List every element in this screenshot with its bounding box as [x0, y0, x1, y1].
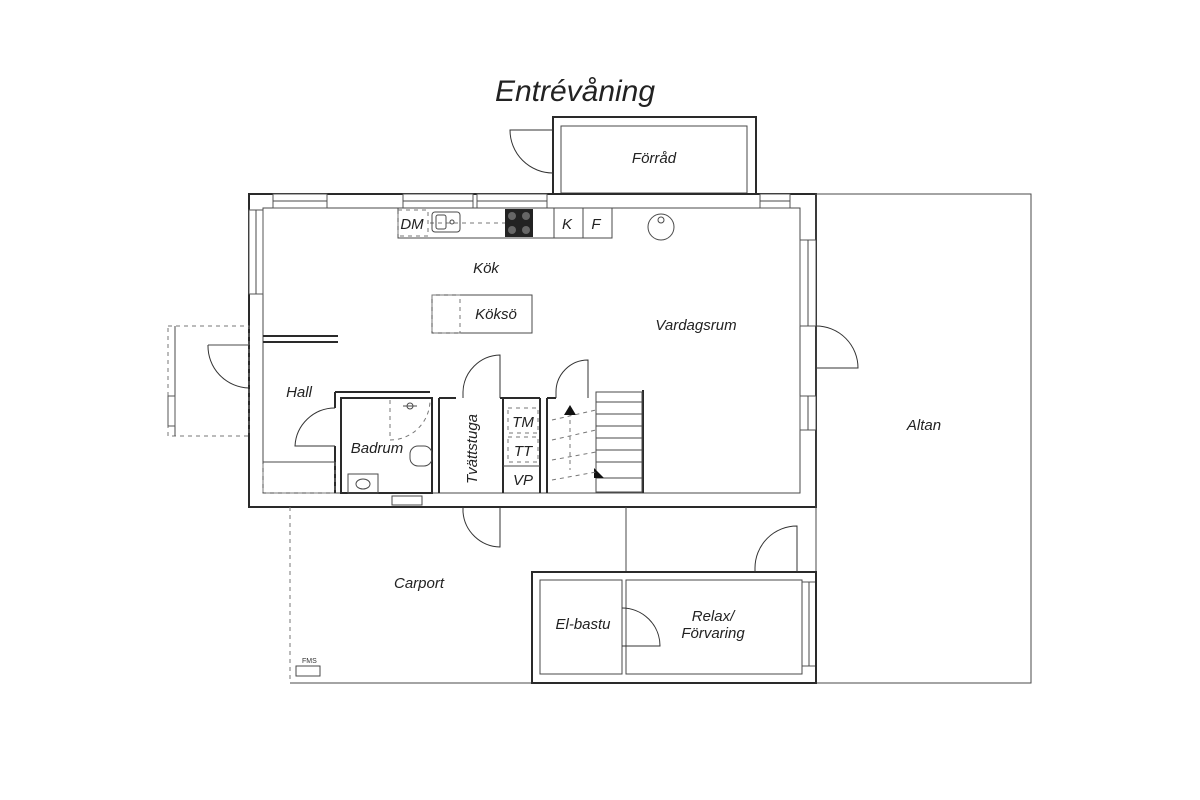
label-relax: Relax/: [692, 608, 736, 625]
heat-pump-label: VP: [513, 472, 533, 489]
staircase: [551, 391, 643, 493]
hall-wardrobe: [262, 461, 336, 494]
outbuilding: [531, 507, 817, 684]
doors: [207, 325, 859, 548]
label-forrad: Förråd: [632, 150, 677, 167]
label-kok: Kök: [473, 260, 500, 277]
plan-title: Entrévåning: [495, 75, 655, 108]
kitchen-counter: DM K F: [397, 207, 675, 241]
interior-walls: [263, 335, 644, 494]
label-hall: Hall: [286, 384, 313, 401]
label-elbastu: El-bastu: [555, 616, 611, 633]
windows: [248, 193, 817, 667]
label-koksoe: Köksö: [475, 306, 517, 323]
kitchen-island: [431, 294, 533, 334]
room-labels: Förråd Kök Köksö Vardagsrum Hall Badrum …: [286, 150, 941, 642]
label-badrum: Badrum: [351, 440, 404, 457]
freezer-label: F: [591, 216, 601, 233]
label-tvattstuga: Tvättstuga: [464, 414, 481, 484]
carport: FMS: [289, 507, 816, 684]
fms-label: FMS: [302, 658, 317, 665]
label-forvaring: Förvaring: [681, 625, 745, 642]
label-altan: Altan: [906, 417, 941, 434]
bathroom-fixtures: [347, 399, 433, 506]
dryer-label: TT: [514, 443, 534, 460]
entrance-porch: [167, 325, 250, 437]
terrace: [815, 193, 1032, 684]
dishwasher-label: DM: [400, 216, 424, 233]
laundry-fixtures: TM TT VP: [503, 407, 540, 489]
fridge-label: K: [562, 216, 573, 233]
label-carport: Carport: [394, 575, 445, 592]
washer-label: TM: [512, 414, 534, 431]
label-vardagsrum: Vardagsrum: [655, 317, 736, 334]
